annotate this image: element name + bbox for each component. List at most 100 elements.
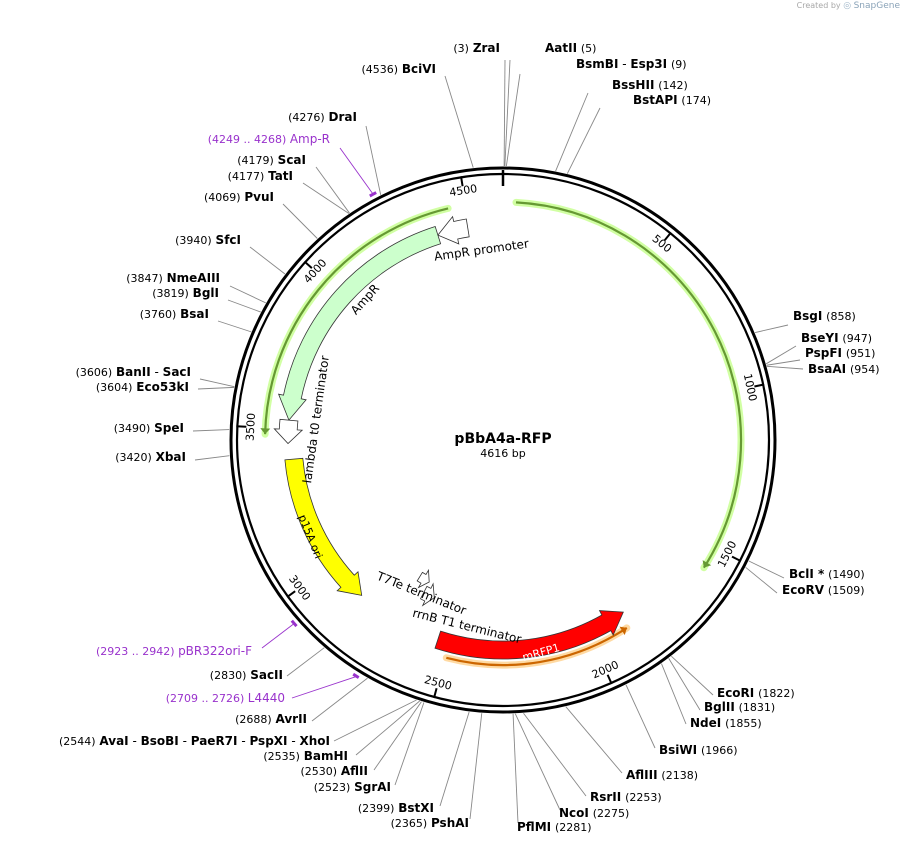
enzyme-position: (3819) (152, 287, 189, 300)
site-sgrai: (2523) SgrAI (314, 702, 425, 794)
site-ecorv: EcoRV (1509) (745, 566, 865, 597)
tick-mark-4000 (303, 260, 313, 269)
enzyme-name-pflmi: PflMI (517, 820, 551, 834)
enzyme-name-bsaai: BsaAI (808, 362, 846, 376)
enzyme-name-bsgi: BsgI (793, 309, 822, 323)
enzyme-position: (951) (846, 347, 876, 360)
site-sep: - (179, 734, 191, 748)
site-leader-avai (333, 699, 417, 742)
site-leader-sgrai (394, 702, 425, 786)
feature-label-ampr-promoter: AmpR promoter (433, 236, 529, 263)
feature-lambda-t0-terminator (273, 418, 304, 445)
feature-ampr-promoter (437, 215, 470, 245)
enzyme-name-sacii: SacII (250, 668, 283, 682)
enzyme-name-ecori: EcoRI (717, 686, 754, 700)
enzyme-name-ndei: NdeI (690, 716, 721, 730)
created-by-text: Created by (796, 1, 841, 10)
enzyme-position: (3420) (115, 451, 152, 464)
tick-label-2500: 2500 (423, 673, 453, 693)
site-scai: (4179) ScaI (237, 153, 350, 214)
enzyme-position: (1509) (828, 584, 865, 597)
site-label-drai: (4276) DraI (288, 110, 357, 124)
site-label-aflii: (2530) AflII (300, 764, 368, 778)
enzyme-name-pshai: PshAI (431, 816, 469, 830)
site-leader-aatii (504, 59, 511, 167)
site-leader-bstapi (566, 107, 601, 174)
site-label-bcivi: (4536) BciVI (361, 62, 436, 76)
site-leader-bsiwi (625, 684, 656, 749)
site-rsrii: RsrII (2253) (523, 712, 662, 804)
plasmid-name: pBbA4a-RFP (454, 431, 551, 447)
tick-mark-3500 (236, 425, 247, 428)
enzyme-name-bsshii: BssHII (612, 78, 654, 92)
site-leader-bsaai (766, 365, 804, 370)
orf-arrowhead-1 (260, 428, 271, 435)
site-label-avai: (2544) AvaI - BsoBI - PaeR7I - PspXI - X… (59, 734, 330, 748)
site-pvui: (4069) PvuI (204, 190, 318, 239)
site-leader-aflii (373, 701, 422, 771)
site-bamhi: (2535) BamHI (263, 700, 420, 763)
enzyme-position: (2253) (625, 791, 662, 804)
enzyme-position: (2535) (263, 750, 300, 763)
snapgene-logo-text: SnapGene (853, 1, 900, 11)
tick-mark-2000 (606, 674, 613, 685)
site-label-pspfi: PspFI (951) (805, 346, 875, 360)
primer-leader-amp-r (339, 147, 373, 194)
enzyme-name-eco53ki: Eco53kI (136, 380, 189, 394)
primer-mark-l4440 (352, 672, 360, 679)
site-afliii: AflIII (2138) (565, 706, 698, 782)
enzyme-name-bseyi: BseYI (801, 331, 839, 345)
tick-label-2000: 2000 (590, 658, 621, 681)
site-label-bsshii: BssHII (142) (612, 78, 688, 92)
site-label-ecorv: EcoRV (1509) (782, 583, 865, 597)
site-leader-afliii (565, 706, 623, 774)
enzyme-name-avai: AvaI (99, 734, 128, 748)
enzyme-name-bamhi: BamHI (304, 749, 348, 763)
site-bstxi: (2399) BstXI (358, 711, 470, 815)
primer-name: Amp-R (290, 132, 330, 146)
tick-mark-2500 (433, 688, 438, 699)
site-leader-bseyi (765, 345, 797, 365)
primer-range: (4249 .. 4268) (208, 133, 290, 146)
site-label-bsaai: BsaAI (954) (808, 362, 880, 376)
enzyme-name-bsai: BsaI (180, 307, 209, 321)
site-ncoi: NcoI (2275) (514, 713, 629, 820)
enzyme-position: (142) (658, 79, 688, 92)
site-bstapi: BstAPI (174) (566, 93, 711, 174)
site-bsaai: BsaAI (954) (766, 362, 880, 376)
primer-leader-pbr322ori-f (261, 623, 294, 649)
enzyme-position: (1831) (739, 701, 776, 714)
site-leader-nmeaiii (229, 285, 266, 304)
enzyme-position: (2530) (300, 765, 337, 778)
site-label-bglii: BglII (1831) (704, 700, 775, 714)
site-label-bcli: BclI * (1490) (789, 567, 865, 581)
site-label-ndei: NdeI (1855) (690, 716, 762, 730)
tick-label-4500: 4500 (448, 182, 478, 199)
site-spei: (3490) SpeI (114, 421, 230, 435)
enzyme-name-spei: SpeI (154, 421, 184, 435)
site-label-banii: (3606) BanII - SacI (76, 365, 191, 379)
site-label-bamhi: (2535) BamHI (263, 749, 348, 763)
site-leader-bcli (748, 560, 785, 579)
site-leader-eco53ki (197, 386, 235, 390)
site-tati: (4177) TatI (228, 169, 350, 214)
enzyme-name-bcli: BclI * (789, 567, 825, 581)
site-label-bstxi: (2399) BstXI (358, 801, 434, 815)
site-label-pvui: (4069) PvuI (204, 190, 274, 204)
orf-arc-2 (446, 626, 628, 667)
enzyme-position: (3490) (114, 422, 151, 435)
enzyme-position: (3940) (175, 234, 212, 247)
site-label-xbai: (3420) XbaI (115, 450, 186, 464)
enzyme-name-sfci: SfcI (216, 233, 241, 247)
tick-mark-1000 (754, 383, 765, 388)
enzyme-position: (2830) (210, 669, 247, 682)
enzyme-name-tati: TatI (268, 169, 293, 183)
enzyme-position: (858) (826, 310, 856, 323)
site-leader-banii (199, 378, 235, 388)
site-label-zrai: (3) ZraI (453, 41, 500, 55)
site-sep: - (129, 734, 141, 748)
site-pshai: (2365) PshAI (391, 713, 483, 830)
enzyme-name-bsmbi: BsmBI (576, 57, 618, 71)
